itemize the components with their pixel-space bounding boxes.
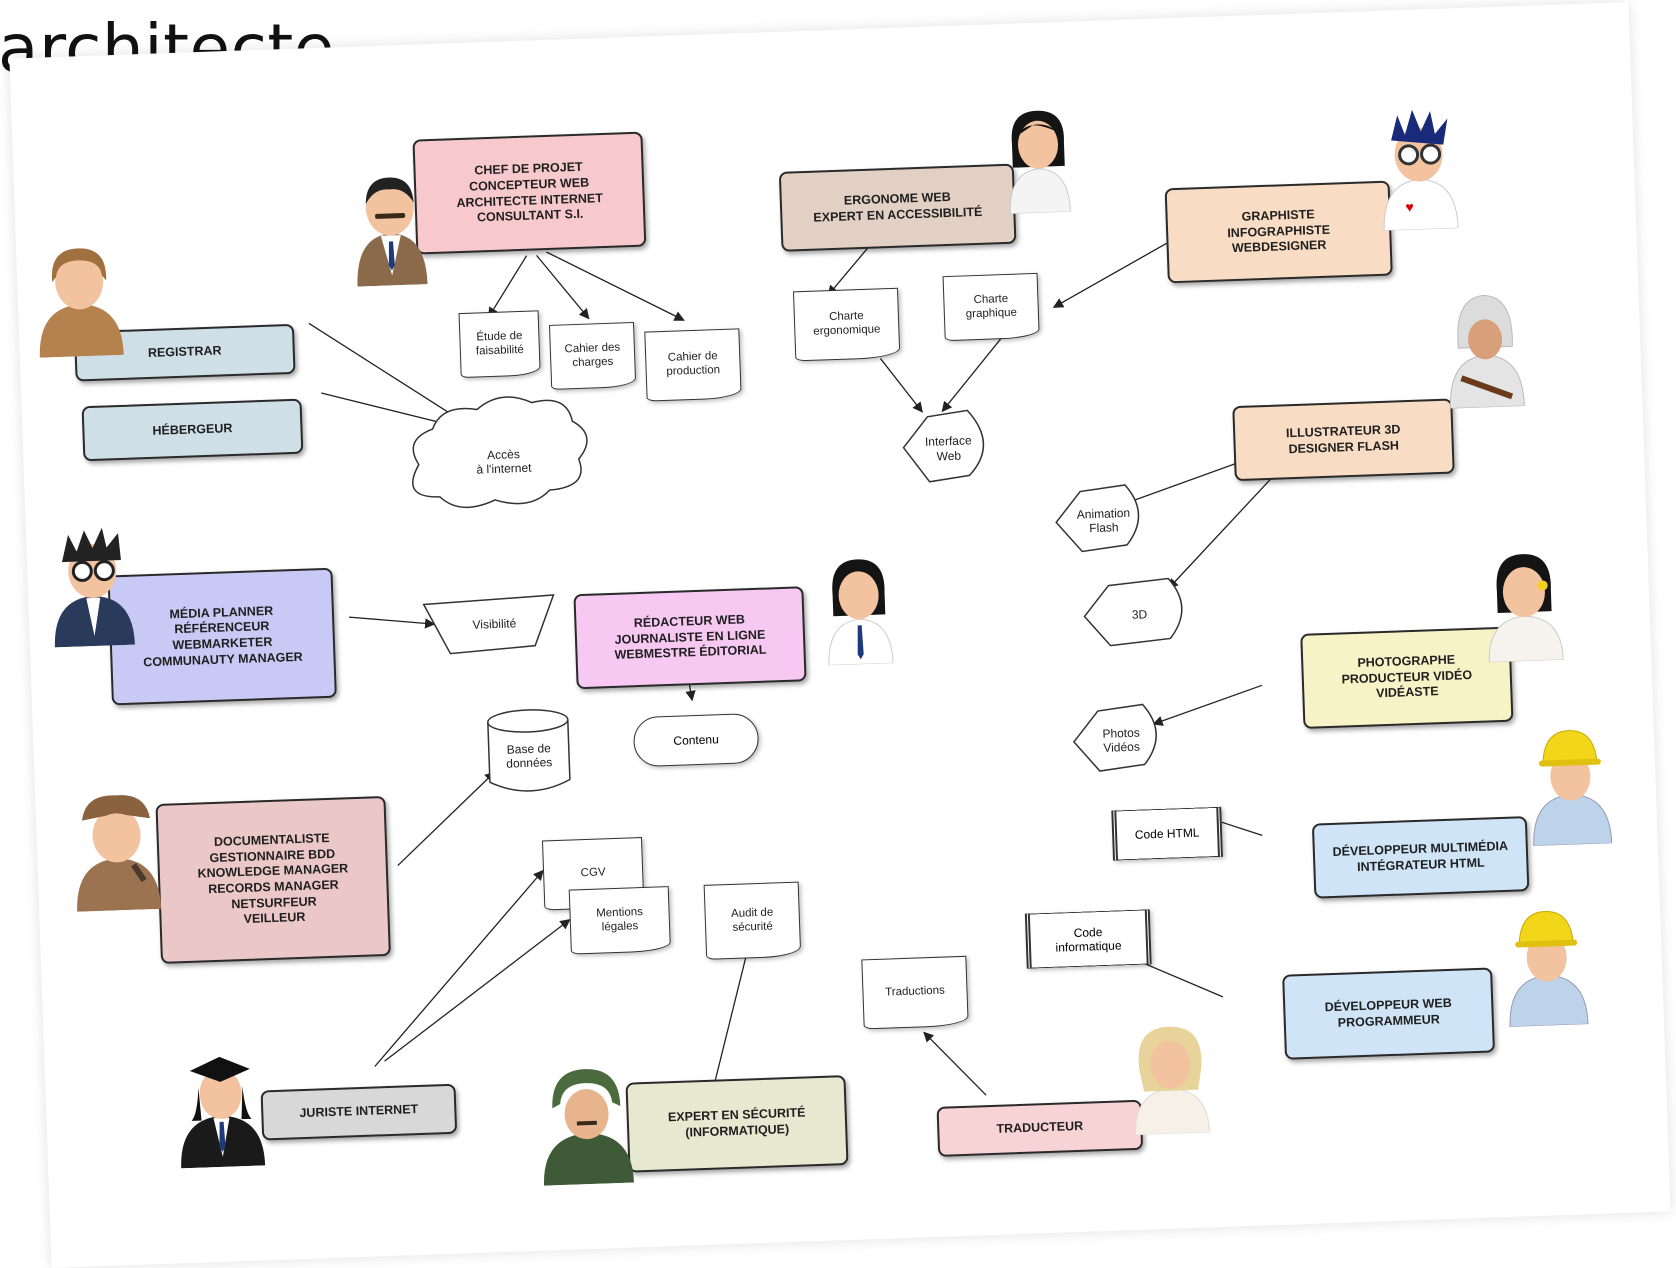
link-chef-etude: [488, 255, 528, 318]
role-traducteur: TRADUCTEUR: [936, 1099, 1144, 1157]
link-photographe-photos: [1152, 684, 1263, 726]
diagram-canvas: CHEF DE PROJET CONCEPTEUR WEB ARCHITECTE…: [9, 2, 1670, 1268]
role-expert-securite: EXPERT EN SÉCURITÉ (INFORMATIQUE): [625, 1075, 849, 1173]
aviator-avatar-icon: [39, 248, 124, 358]
woman-flower-avatar-icon: [1488, 554, 1564, 663]
geek-avatar-icon: [54, 527, 135, 648]
graduate-avatar-icon: [181, 1056, 266, 1169]
role-chef-de-projet: CHEF DE PROJET CONCEPTEUR WEB ARCHITECTE…: [412, 131, 647, 255]
link-graphiste-charte: [1052, 242, 1167, 308]
link-charte-ergo-interface: [879, 358, 923, 413]
label-3d: 3D: [1131, 607, 1148, 622]
role-documentaliste: DOCUMENTALISTE GESTIONNAIRE BDD KNOWLEDG…: [155, 795, 391, 964]
label-base-donnees: Base de données: [506, 740, 553, 771]
role-juriste-internet: JURISTE INTERNET: [260, 1083, 458, 1141]
acces-cloud-shape: [412, 396, 588, 509]
doc-charte-graphique: Charte graphique: [942, 272, 1040, 342]
label-photos-videos: Photos Vidéos: [1102, 725, 1141, 755]
process-code-html: Code HTML: [1111, 806, 1223, 861]
role-developpeur-multimedia: DÉVELOPPEUR MULTIMÉDIA INTÉGRATEUR HTML: [1311, 816, 1530, 899]
doc-charte-ergonomique: Charte ergonomique: [792, 287, 901, 362]
doc-cahier-production: Cahier de production: [644, 328, 742, 402]
role-media-planner: MÉDIA PLANNER RÉFÉRENCEUR WEBMARKETER CO…: [107, 567, 337, 706]
doc-etude-faisabilite: Étude de faisabilité: [458, 310, 541, 379]
doc-mentions-legales: Mentions légales: [568, 886, 671, 955]
troisd-hexagon-shape: [1083, 577, 1183, 647]
animation-hexagon-shape: [1055, 484, 1140, 553]
link-registrar-acces: [308, 322, 474, 429]
label-animation-flash: Animation Flash: [1076, 505, 1131, 536]
label-interface-web: Interface Web: [924, 433, 972, 464]
link-chef-cahier-charges: [536, 254, 590, 320]
blonde-avatar-icon: [1135, 1026, 1211, 1136]
photos-hexagon-shape: [1072, 703, 1157, 772]
businessman-avatar-icon: [357, 177, 428, 287]
link-securite-audit: [714, 937, 754, 1080]
hooded-avatar-icon: [1449, 294, 1525, 409]
diagram-sheet: CHEF DE PROJET CONCEPTEUR WEB ARCHITECTE…: [9, 2, 1671, 1268]
link-ergonome-charte: [827, 243, 872, 297]
link-juriste-cgv: [374, 869, 544, 1067]
link-juriste-mentions: [384, 918, 571, 1062]
label-acces-internet: Accès à l'internet: [476, 446, 532, 477]
process-code-informatique: Code informatique: [1024, 909, 1152, 969]
base-cylinder-shape: [487, 709, 571, 792]
interface-hexagon-shape: [902, 409, 985, 483]
svg-text:♥: ♥: [1405, 199, 1414, 215]
link-media-visibilite: [349, 616, 436, 629]
role-developpeur-web: DÉVELOPPEUR WEB PROGRAMMEUR: [1282, 967, 1495, 1060]
soldier-avatar-icon: [544, 1069, 634, 1186]
woman-avatar-icon: [1009, 110, 1071, 215]
designer-avatar-icon: ♥: [1383, 109, 1459, 232]
link-documentaliste-base: [397, 771, 496, 867]
role-hebergeur: HÉBERGEUR: [81, 398, 304, 462]
doc-cahier-charges: Cahier des charges: [549, 322, 637, 390]
role-ergonome-web: ERGONOME WEB EXPERT EN ACCESSIBILITÉ: [778, 163, 1017, 252]
label-visibilite: Visibilité: [472, 616, 517, 633]
terminator-contenu: Contenu: [632, 712, 760, 768]
woman-avatar-icon-redacteur: [828, 559, 894, 666]
worker-helmet-avatar-icon: [1533, 730, 1613, 847]
doc-traductions: Traductions: [861, 955, 969, 1030]
link-charte-graph-interface: [941, 333, 1006, 413]
role-illustrateur: ILLUSTRATEUR 3D DESIGNER FLASH: [1232, 398, 1455, 482]
detective-avatar-icon: [77, 795, 162, 912]
doc-audit-securite: Audit de sécurité: [703, 881, 802, 960]
link-traducteur-traductions: [923, 1031, 987, 1096]
role-redacteur-web: RÉDACTEUR WEB JOURNALISTE EN LIGNE WEBME…: [573, 586, 807, 690]
worker-helmet-avatar-icon-2: [1509, 911, 1589, 1028]
role-graphiste: GRAPHISTE INFOGRAPHISTE WEBDESIGNER: [1164, 180, 1393, 284]
visibilite-trapezoid-shape: [422, 594, 555, 655]
link-chef-cahier-prod: [546, 251, 685, 321]
